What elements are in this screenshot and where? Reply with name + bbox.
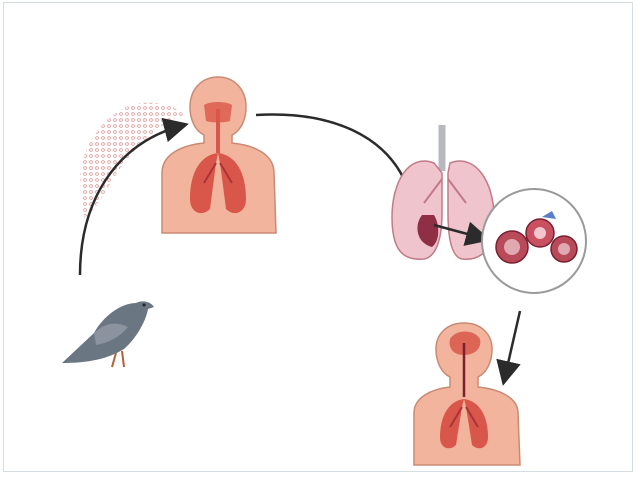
transmission-diagram bbox=[4, 3, 634, 473]
person-brain-icon bbox=[414, 323, 520, 465]
arrow-magnifier-to-person bbox=[504, 311, 520, 381]
person-lungs-icon bbox=[162, 77, 276, 233]
lungs-icon bbox=[392, 125, 494, 259]
arrow-person-to-lungs bbox=[256, 115, 412, 201]
diagram-frame bbox=[3, 2, 633, 472]
magnifier-cells-icon bbox=[482, 189, 586, 293]
pigeon-icon bbox=[62, 301, 154, 367]
